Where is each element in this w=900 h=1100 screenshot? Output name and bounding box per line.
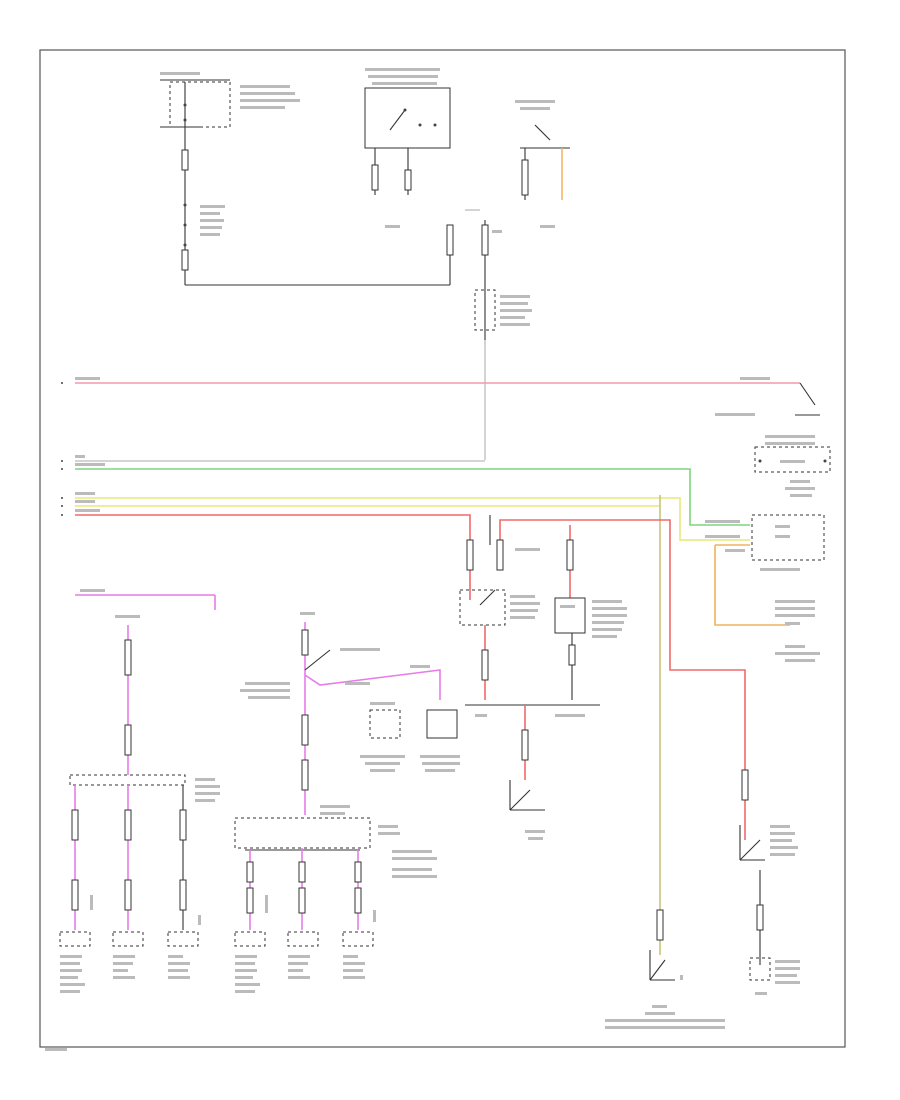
violet-middle-branch bbox=[234, 612, 460, 947]
top-left-labels bbox=[160, 72, 300, 236]
orange-bus-wire bbox=[714, 545, 790, 626]
top-center-relay bbox=[364, 68, 451, 228]
violet-left-labels bbox=[60, 895, 201, 993]
center-relay-module bbox=[459, 515, 540, 700]
red-bus-wire bbox=[75, 514, 471, 600]
yellow-bus-wire bbox=[75, 497, 750, 541]
center-sensor-module bbox=[554, 525, 627, 700]
green-bus-wire bbox=[75, 468, 750, 526]
bottom-yellow-sensor bbox=[605, 909, 725, 1029]
right-side-labels bbox=[705, 377, 831, 662]
top-right-sensor bbox=[515, 100, 570, 228]
bottom-red-sensor bbox=[739, 769, 800, 995]
violet-middle-labels bbox=[235, 955, 365, 993]
footer-mark bbox=[45, 1048, 67, 1051]
top-left-switch bbox=[160, 79, 454, 286]
diagram-frame bbox=[39, 49, 846, 1048]
central-wire bbox=[465, 209, 532, 460]
bus-labels bbox=[61, 377, 105, 516]
violet-left-branch bbox=[59, 589, 220, 947]
red-branch-wire bbox=[499, 519, 746, 840]
ground-bar bbox=[465, 704, 600, 840]
